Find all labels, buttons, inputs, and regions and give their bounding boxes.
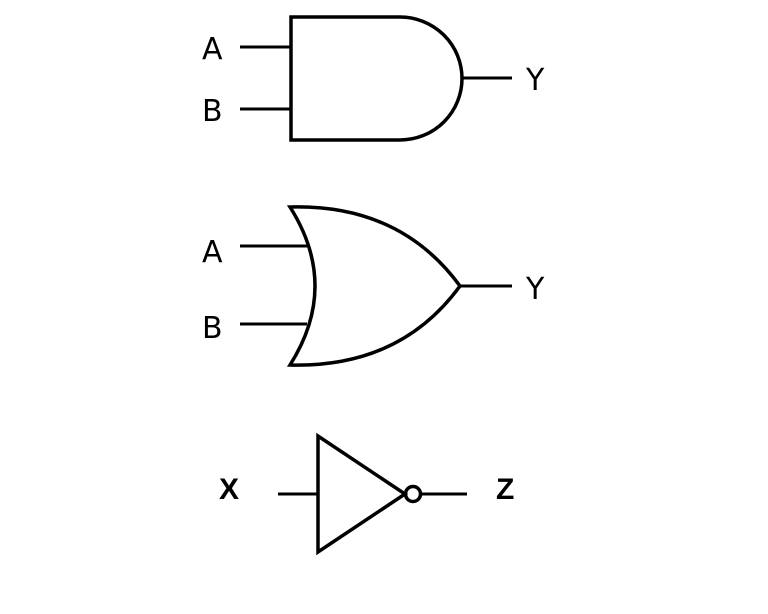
and-input-a-label: A [202,32,223,67]
or-gate: A B Y [202,205,545,367]
and-gate-body [289,15,464,142]
not-output-label: Z [496,473,514,506]
not-gate-triangle [316,432,409,556]
and-input-b-label: B [202,94,223,129]
or-input-a-label: A [202,235,223,270]
or-gate-body [286,205,463,367]
not-gate: X Z [219,432,514,556]
and-gate: A B Y [202,15,545,142]
not-input-label: X [219,473,239,506]
or-input-b-label: B [202,311,223,346]
or-output-label: Y [525,272,545,307]
not-gate-bubble [403,484,423,504]
and-output-label: Y [525,63,545,98]
